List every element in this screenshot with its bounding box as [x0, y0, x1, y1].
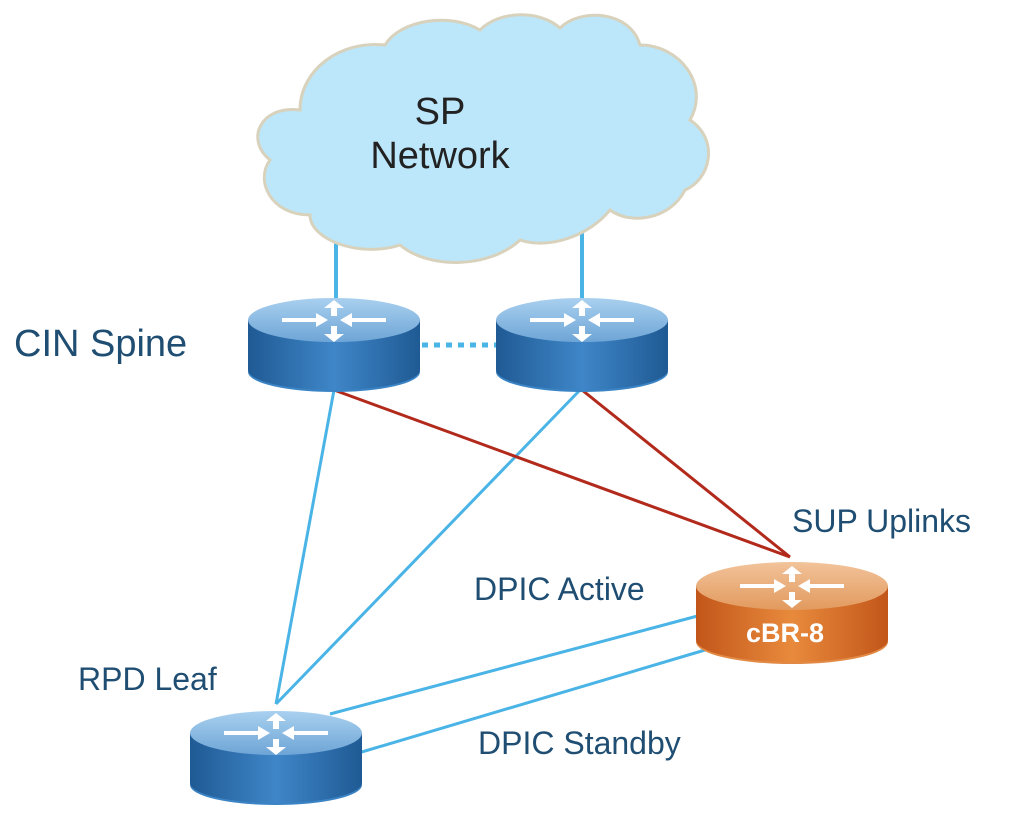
- cbr8-router[interactable]: [696, 562, 888, 664]
- cloud-label: SP Network: [340, 90, 540, 178]
- cloud-label-line1: SP: [414, 91, 466, 133]
- link-spine-left-rpd-leaf: [274, 389, 336, 705]
- link-spine-right-rpd-leaf: [274, 388, 582, 706]
- spine-right-router[interactable]: [496, 298, 668, 392]
- cin-spine-label: CIN Spine: [14, 323, 188, 365]
- link-sup-uplink-right: [581, 388, 791, 559]
- link-sup-uplink-left: [333, 388, 791, 559]
- link-dpic-active: [329, 612, 706, 716]
- dpic-standby-label: DPIC Standby: [478, 725, 681, 761]
- spine-left-router[interactable]: [248, 298, 420, 392]
- rpd-leaf-label: RPD Leaf: [78, 661, 217, 697]
- link-dpic-standby: [354, 648, 706, 756]
- cbr8-label: cBR-8: [746, 618, 825, 648]
- sup-uplinks-label: SUP Uplinks: [792, 503, 972, 539]
- dpic-active-label: DPIC Active: [474, 571, 645, 607]
- sp-network-cloud: [256, 13, 710, 264]
- rpd-leaf-router[interactable]: [190, 711, 362, 805]
- cloud-label-line2: Network: [370, 135, 510, 177]
